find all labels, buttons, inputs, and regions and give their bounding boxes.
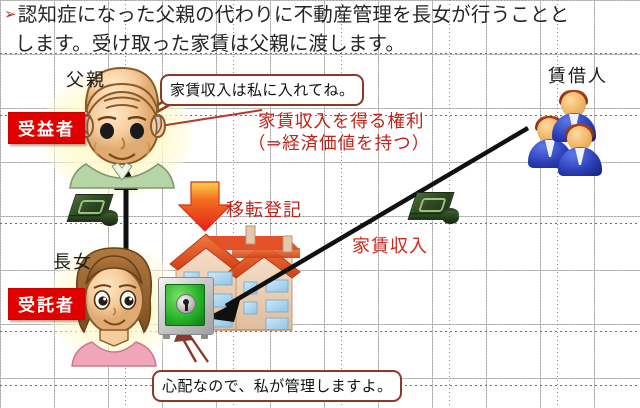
daughter-speech-bubble: 心配なので、私が管理しますよ。	[152, 370, 403, 402]
grid-line-vertical	[557, 0, 558, 408]
father-speech-bubble: 家賃収入は私に入れてね。	[160, 74, 365, 106]
red-down-arrow-icon	[177, 181, 233, 232]
head	[567, 126, 592, 151]
father-label: 父親	[66, 70, 106, 90]
transfer-registration-label: 移転登記	[226, 200, 302, 220]
grid-line-horizontal	[0, 53, 640, 54]
grid-line-horizontal	[0, 115, 640, 116]
right-to-rent-annotation-line1: 家賃収入を得る権利	[258, 111, 425, 131]
father-role-badge: 受益者	[8, 112, 85, 144]
coin-stack	[101, 213, 118, 226]
keyhole-icon	[183, 298, 189, 311]
daughter-label: 長女	[53, 252, 93, 272]
coin-stack	[442, 211, 459, 224]
rent-income-label: 家賃収入	[352, 236, 428, 256]
collar	[545, 140, 555, 157]
tenant-person	[558, 124, 602, 176]
collar	[575, 148, 585, 165]
elderly-man-face-icon	[69, 66, 175, 189]
head	[561, 92, 586, 117]
green-safe-vault-icon	[158, 277, 214, 339]
collar	[569, 114, 579, 131]
headline-line-2: します。受け取った家賃は父親に渡します。	[15, 34, 406, 55]
headline-text: ➢認知症になった父親の代わりに不動産管理を長女が行うことと します。受け取った家…	[4, 2, 636, 58]
right-to-rent-annotation-line2: （⇒経済価値を持つ）	[248, 133, 431, 153]
safe-foot	[163, 334, 170, 339]
grid-line-vertical	[341, 0, 342, 408]
rent-right-pointer	[159, 109, 263, 127]
tenants-label: 賃借人	[548, 66, 608, 86]
cash-stack-icon-left	[68, 192, 118, 226]
grid-line-vertical	[233, 0, 234, 408]
grid-line-horizontal	[0, 331, 640, 332]
people-group-icon	[528, 90, 620, 176]
bullet-icon: ➢	[4, 7, 17, 23]
grid-line-horizontal	[0, 223, 640, 224]
daughter-role-badge: 受託者	[8, 288, 85, 320]
young-woman-face-icon	[71, 247, 157, 367]
safe-foot	[201, 334, 208, 339]
cash-stack-icon-right	[409, 190, 459, 224]
headline-line-1: 認知症になった父親の代わりに不動産管理を長女が行うことと	[17, 5, 570, 26]
